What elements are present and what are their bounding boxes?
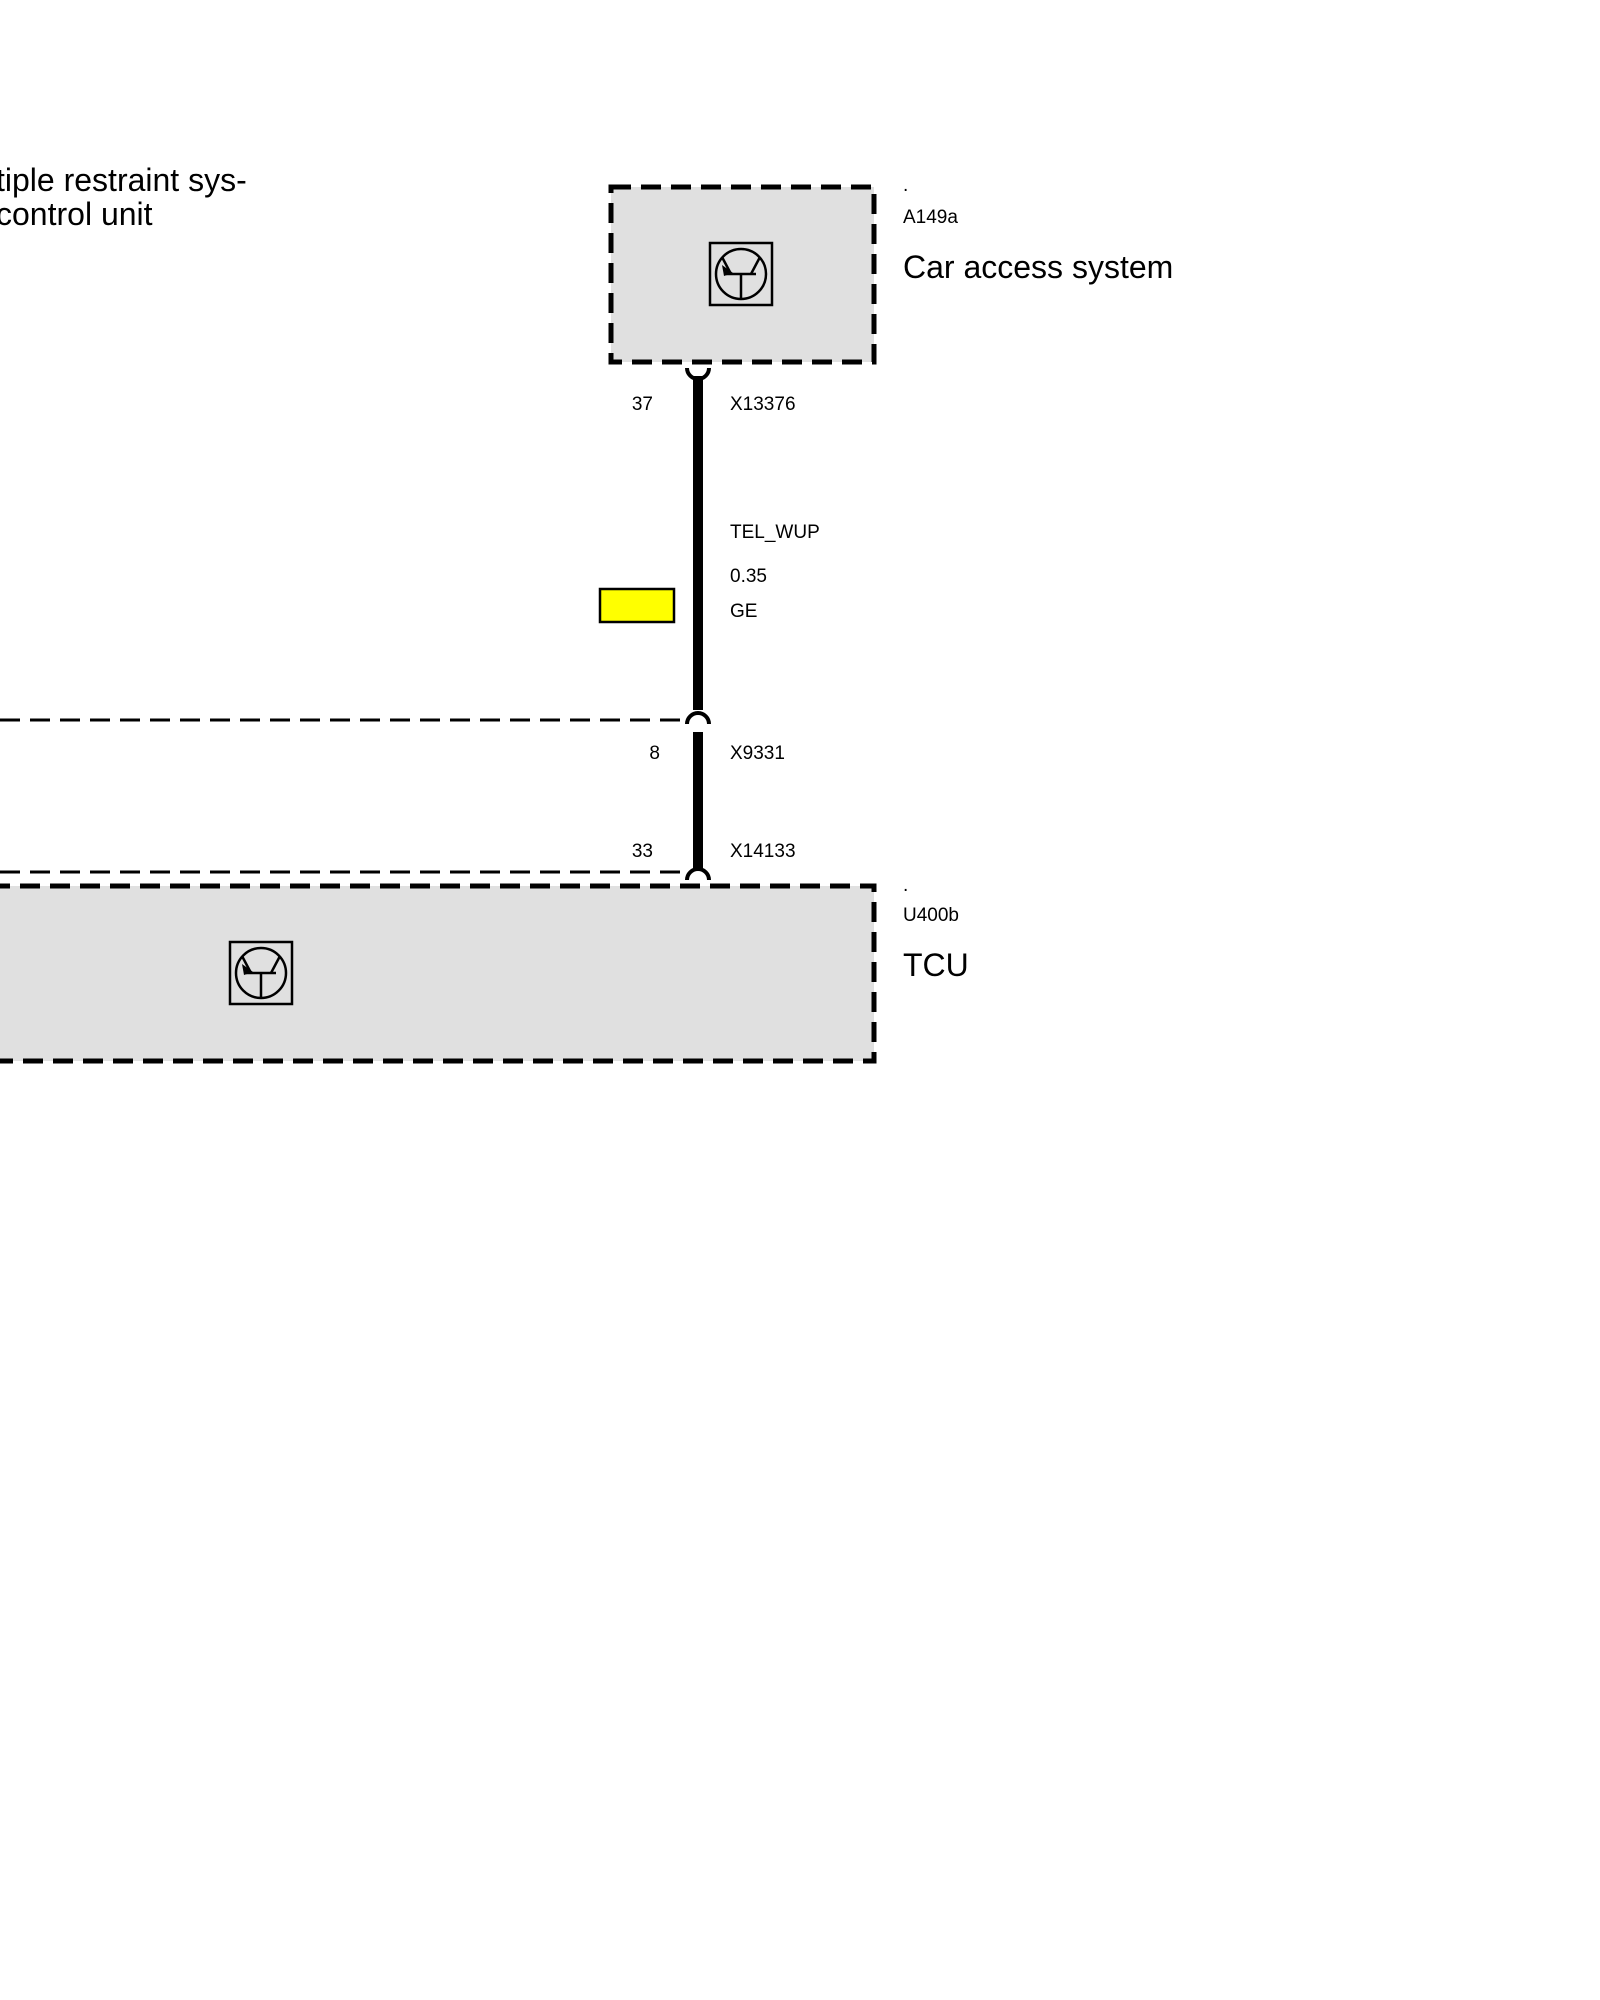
connector-pin: 33 xyxy=(632,841,653,862)
wire-cross-section: 0.35 xyxy=(730,566,767,587)
control-unit-icon xyxy=(228,940,294,1006)
connector-symbol xyxy=(685,867,711,881)
connector-symbol xyxy=(685,711,711,725)
module-bottom-name: TCU xyxy=(903,947,969,983)
module-tcu-box xyxy=(0,883,877,1064)
module-top-dot: . xyxy=(903,175,908,196)
module-top-name: Car access system xyxy=(903,249,1173,285)
module-top-code: A149a xyxy=(903,207,958,228)
partial-module-title-line1: tiple restraint sys- xyxy=(0,162,247,198)
wire-color-code: GE xyxy=(730,601,757,622)
wire-signal-name: TEL_WUP xyxy=(730,522,820,543)
wire-color-swatch xyxy=(598,587,676,624)
connector-pin: 8 xyxy=(649,743,660,764)
connector-pin: 37 xyxy=(632,394,653,415)
partial-module-title-line2: control unit xyxy=(0,196,153,232)
connector-id: X13376 xyxy=(730,394,796,415)
connector-id: X14133 xyxy=(730,841,796,862)
connector-symbol xyxy=(685,367,711,381)
module-car-access-system xyxy=(608,184,877,365)
control-unit-icon xyxy=(708,241,774,307)
connector-id: X9331 xyxy=(730,743,785,764)
wire-tel-wup xyxy=(685,367,711,881)
module-tcu xyxy=(0,883,877,1064)
module-bottom-dot: . xyxy=(903,875,908,896)
module-bottom-code: U400b xyxy=(903,905,959,926)
